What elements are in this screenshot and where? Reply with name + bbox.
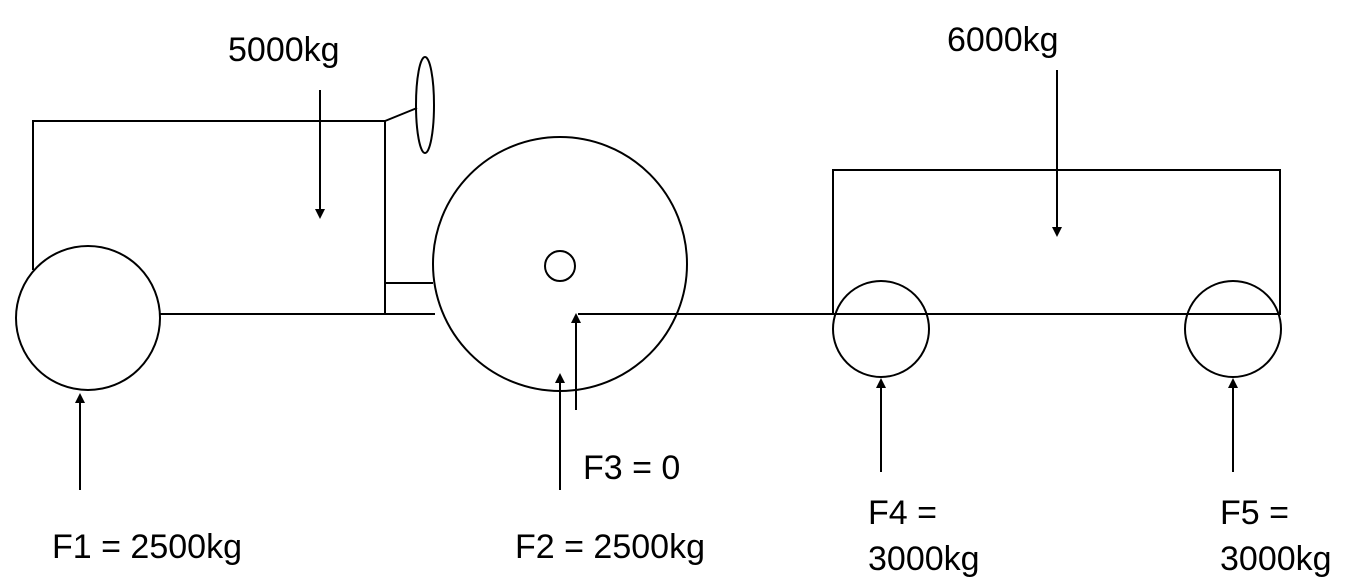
rear-wheel-hub: [544, 250, 576, 282]
trailer-front-wheel: [832, 280, 930, 378]
tractor-body-outline: [32, 120, 386, 314]
f4-label-line2: 3000kg: [868, 540, 980, 578]
steering-column: [384, 107, 418, 122]
f1-label: F1 = 2500kg: [52, 528, 242, 566]
f4-label-line1: F4 =: [868, 494, 937, 532]
f3-label: F3 = 0: [583, 449, 681, 487]
trailer-rear-wheel: [1184, 280, 1282, 378]
f5-label-line1: F5 =: [1220, 494, 1289, 532]
steering-wheel: [415, 56, 435, 154]
f2-label: F2 = 2500kg: [515, 528, 705, 566]
tractor-rear-wheel: [432, 136, 688, 392]
tractor-front-wheel: [15, 245, 161, 391]
tractor-load-label: 5000kg: [228, 31, 340, 69]
f5-label-line2: 3000kg: [1220, 540, 1332, 578]
trailer-load-label: 6000kg: [947, 21, 1059, 59]
